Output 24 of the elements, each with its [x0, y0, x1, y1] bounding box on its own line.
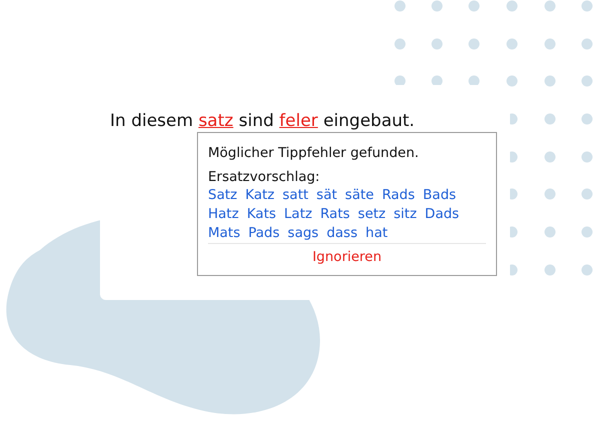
suggestion-link: Kats: [246, 205, 276, 223]
suggestion-popup: [197, 132, 497, 276]
suggestion-link: dass: [326, 224, 358, 242]
suggestion-link: Satz: [208, 186, 238, 204]
suggestion-label: Ersatzvorschlag:: [208, 169, 320, 185]
suggestion-link: sitz: [394, 205, 417, 223]
ignore-link: Ignorieren: [311, 249, 383, 265]
suggestion-link: Dads: [424, 205, 460, 223]
suggestion-link: sags: [288, 224, 319, 242]
suggestion-link: hat: [366, 224, 388, 242]
suggestion-link: Latz: [284, 205, 312, 223]
suggestion-link: Bads: [422, 186, 456, 204]
suggestion-link: Hatz: [208, 205, 239, 223]
suggestion-link: Pads: [248, 224, 280, 242]
suggestion-link: Rads: [382, 186, 415, 204]
suggestion-link: säte: [345, 186, 374, 204]
suggestion-link: Mats: [208, 224, 240, 242]
suggestion-link: setz: [358, 205, 386, 223]
sentence-text: In diesem satz sind feler eingebaut.: [110, 111, 415, 131]
popup-heading: Möglicher Tippfehler gefunden.: [208, 145, 419, 161]
suggestion-link: satt: [282, 186, 308, 204]
suggestion-link: Katz: [245, 186, 275, 204]
suggestion-link: Rats: [320, 205, 350, 223]
suggestion-link: sät: [316, 186, 338, 204]
